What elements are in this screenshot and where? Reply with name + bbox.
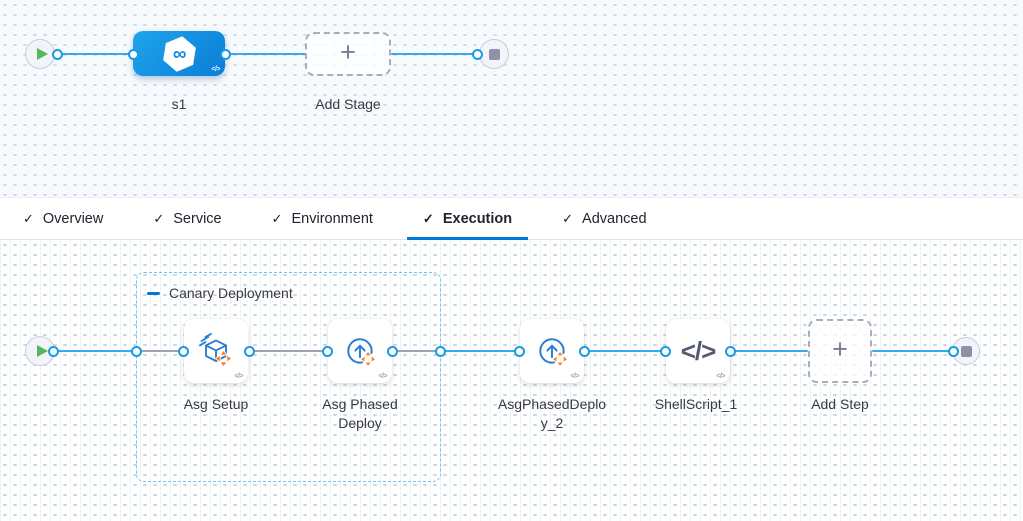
connector-line — [391, 52, 473, 55]
connector-line-dashed — [392, 349, 441, 352]
port[interactable] — [47, 345, 59, 357]
shell-script-icon: </> — [680, 335, 717, 366]
port[interactable] — [579, 345, 590, 357]
add-step-button[interactable]: + — [808, 319, 872, 383]
port[interactable] — [514, 345, 525, 357]
port[interactable] — [131, 345, 142, 357]
code-icon[interactable]: </> — [234, 373, 243, 380]
stop-icon — [960, 345, 972, 357]
tab-label: Execution — [442, 210, 513, 227]
connector-line — [731, 349, 808, 352]
stage-graph-canvas[interactable]: ∞ </> + s1 Add Stage — [0, 0, 1023, 197]
step-node-asgphaseddeploy-2[interactable]: </> — [520, 319, 584, 383]
connector-line — [57, 52, 137, 55]
asg-phased-deploy-icon — [347, 338, 377, 367]
tab-label: Overview — [42, 210, 104, 227]
add-stage-label[interactable]: Add Stage — [315, 96, 381, 112]
check-icon: ✓ — [153, 210, 165, 226]
connector-line — [872, 349, 954, 352]
connector-line-dashed — [249, 349, 328, 352]
pipeline-end-node — [479, 39, 509, 69]
code-icon[interactable]: </> — [211, 66, 220, 73]
port[interactable] — [177, 345, 189, 357]
port[interactable] — [725, 345, 736, 357]
play-icon — [36, 345, 48, 357]
pipeline-start-node — [25, 39, 55, 69]
port[interactable] — [387, 345, 398, 357]
check-icon: ✓ — [271, 210, 283, 226]
step-node-asg-setup[interactable]: </> — [184, 319, 248, 383]
tab-service[interactable]: ✓ Service — [137, 198, 237, 239]
port[interactable] — [220, 48, 231, 60]
group-label: Canary Deployment — [169, 285, 293, 301]
harness-deploy-icon: ∞ — [160, 33, 198, 74]
play-icon — [36, 48, 48, 60]
tab-label: Service — [173, 210, 222, 227]
check-icon: ✓ — [422, 210, 434, 226]
connector-line — [585, 349, 666, 352]
tab-overview[interactable]: ✓ Overview — [7, 198, 119, 239]
stage-name-label: s1 — [171, 96, 187, 112]
connector-line — [441, 349, 520, 352]
code-icon[interactable]: </> — [378, 373, 387, 380]
port[interactable] — [948, 345, 959, 357]
connector-line — [53, 349, 137, 352]
collapse-icon[interactable] — [147, 291, 160, 295]
step-name-label: AsgPhasedDeploy_2 — [497, 396, 607, 431]
connector-line-dashed — [137, 349, 184, 352]
tab-label: Environment — [291, 210, 373, 227]
connector-line — [225, 52, 307, 55]
stage-node-s1[interactable]: ∞ </> — [133, 31, 225, 76]
add-step-label[interactable]: Add Step — [811, 396, 869, 412]
step-name-label: Asg Setup — [183, 396, 249, 412]
stage-config-tabbar: ✓ Overview ✓ Service ✓ Environment ✓ Exe… — [0, 197, 1023, 240]
step-node-asg-phased-deploy[interactable]: </> — [328, 319, 392, 383]
tab-advanced[interactable]: ✓ Advanced — [546, 198, 662, 239]
port[interactable] — [51, 48, 63, 60]
check-icon: ✓ — [23, 210, 34, 226]
add-stage-button[interactable]: + — [305, 32, 391, 76]
tab-label: Advanced — [582, 210, 647, 227]
check-icon: ✓ — [562, 210, 574, 226]
port[interactable] — [128, 48, 139, 60]
code-icon[interactable]: </> — [716, 373, 725, 380]
port[interactable] — [322, 345, 333, 357]
execution-graph-canvas[interactable]: Canary Deployment — [0, 240, 1023, 521]
code-icon[interactable]: </> — [570, 373, 579, 380]
step-group-canary-deployment[interactable]: Canary Deployment — [136, 272, 441, 482]
plus-icon: + — [832, 334, 848, 364]
port[interactable] — [660, 345, 671, 357]
tab-execution[interactable]: ✓ Execution — [406, 198, 529, 240]
asg-phased-deploy-icon — [539, 338, 569, 367]
port[interactable] — [472, 48, 483, 60]
group-header: Canary Deployment — [147, 285, 293, 301]
stop-icon — [488, 48, 500, 60]
step-node-shellscript-1[interactable]: </> </> — [666, 319, 730, 383]
port[interactable] — [243, 345, 255, 357]
plus-icon: + — [340, 37, 356, 67]
step-name-label: ShellScript_1 — [654, 396, 738, 412]
port[interactable] — [435, 345, 446, 357]
step-name-label: Asg Phased Deploy — [322, 396, 398, 431]
asg-setup-icon — [198, 332, 233, 368]
tab-environment[interactable]: ✓ Environment — [256, 198, 389, 239]
